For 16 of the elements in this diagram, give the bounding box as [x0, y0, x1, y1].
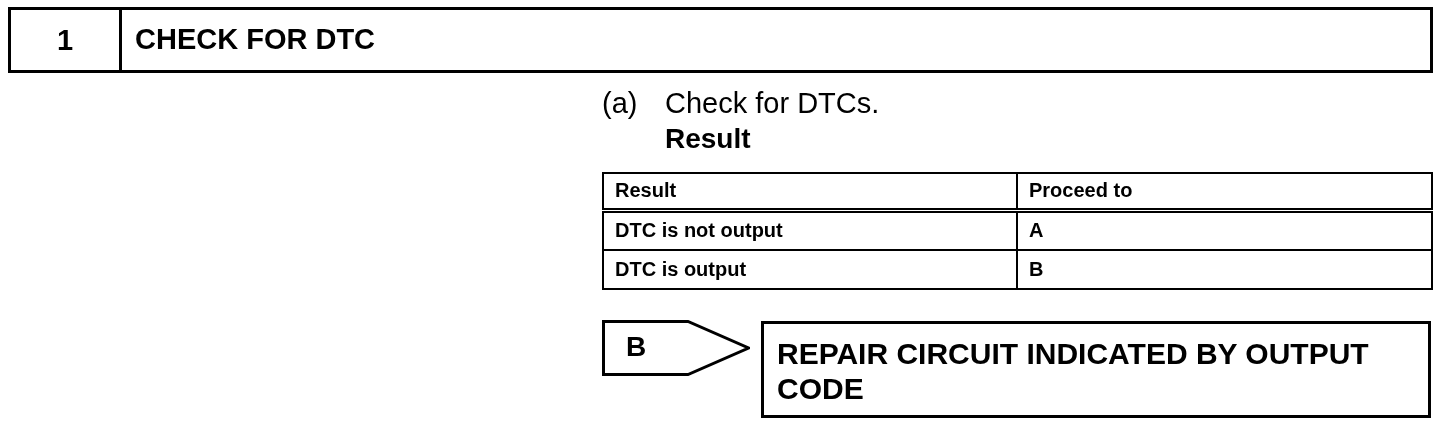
- tag-letter: B: [626, 331, 647, 363]
- table-cell: DTC is output: [603, 250, 1017, 289]
- instruction-text: Check for DTCs.: [665, 87, 880, 120]
- column-heading: Proceed to: [1017, 173, 1432, 210]
- table-cell: A: [1017, 210, 1432, 250]
- step-number: 1: [11, 10, 122, 70]
- step-title: CHECK FOR DTC: [135, 22, 376, 56]
- step-header-bar: [8, 7, 1433, 73]
- table-cell: B: [1017, 250, 1432, 289]
- arrow-tag: [602, 320, 750, 376]
- action-box: [761, 321, 1431, 418]
- column-heading: Result: [603, 173, 1017, 210]
- table-cell: DTC is not output: [603, 210, 1017, 250]
- action-text: REPAIR CIRCUIT INDICATED BY OUTPUT CODE: [777, 336, 1370, 406]
- list-marker: (a): [602, 87, 638, 120]
- section-heading: Result: [665, 123, 751, 155]
